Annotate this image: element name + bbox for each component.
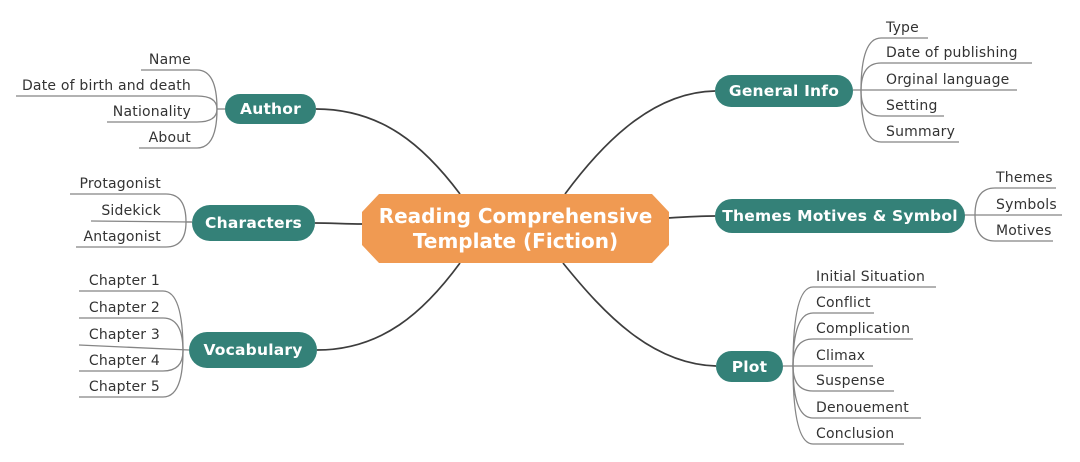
branch-curve-author <box>315 108 461 195</box>
branch-curve-themes <box>667 215 716 219</box>
leaf-chapter-2[interactable]: Chapter 2 <box>88 300 160 316</box>
leaf-motives[interactable]: Motives <box>996 223 1052 239</box>
leaf-line-about <box>139 108 218 149</box>
leaf-line-date-of-publishing <box>860 62 1032 92</box>
leaf-symbols[interactable]: Symbols <box>996 197 1057 213</box>
leaf-line-conflict <box>792 312 874 367</box>
leaf-line-date-of-birth-and-death <box>16 95 218 110</box>
leaf-initial-situation[interactable]: Initial Situation <box>816 269 926 285</box>
leaf-line-type <box>860 37 928 92</box>
leaf-line-summary <box>860 90 959 143</box>
leaf-line-sidekick <box>90 220 193 223</box>
leaf-line-chapter-3 <box>78 344 190 351</box>
leaf-chapter-4[interactable]: Chapter 4 <box>88 353 160 369</box>
leaf-line-themes <box>974 187 1056 216</box>
branch-node-author[interactable]: Author <box>225 94 316 124</box>
branch-node-vocabulary[interactable]: Vocabulary <box>189 332 317 368</box>
leaf-chapter-3[interactable]: Chapter 3 <box>88 327 160 343</box>
branch-curve-plot <box>562 262 717 367</box>
leaf-setting[interactable]: Setting <box>886 98 938 114</box>
leaf-antagonist[interactable]: Antagonist <box>83 229 161 245</box>
leaf-conflict[interactable]: Conflict <box>816 295 871 311</box>
leaf-summary[interactable]: Summary <box>886 124 956 140</box>
leaf-denouement[interactable]: Denouement <box>816 400 909 416</box>
leaf-line-conclusion <box>792 365 904 445</box>
leaf-climax[interactable]: Climax <box>816 348 866 364</box>
leaf-date-of-publishing[interactable]: Date of publishing <box>886 45 1018 61</box>
leaf-line-motives <box>974 214 1053 242</box>
leaf-line-name <box>141 69 218 110</box>
leaf-about[interactable]: About <box>148 130 191 146</box>
leaf-sidekick[interactable]: Sidekick <box>101 203 161 219</box>
leaf-orginal-language[interactable]: Orginal language <box>886 72 1010 88</box>
branch-curve-characters <box>314 222 363 225</box>
leaf-line-antagonist <box>76 221 187 248</box>
branch-node-general-info[interactable]: General Info <box>715 75 853 107</box>
leaf-type[interactable]: Type <box>886 20 919 36</box>
branch-node-characters[interactable]: Characters <box>192 205 315 241</box>
branch-curve-vocabulary <box>316 262 461 351</box>
branch-node-plot[interactable]: Plot <box>716 351 783 382</box>
leaf-chapter-1[interactable]: Chapter 1 <box>88 273 160 289</box>
leaf-line-chapter-5 <box>79 350 184 398</box>
leaf-suspense[interactable]: Suspense <box>816 373 885 389</box>
leaf-line-protagonist <box>70 193 187 223</box>
leaf-protagonist[interactable]: Protagonist <box>79 176 161 192</box>
leaf-conclusion[interactable]: Conclusion <box>816 426 895 442</box>
leaf-complication[interactable]: Complication <box>816 321 911 337</box>
leaf-chapter-5[interactable]: Chapter 5 <box>88 379 160 395</box>
central-topic-node[interactable]: Reading Comprehensive Template (Fiction) <box>362 194 669 263</box>
branch-curve-general-info <box>564 90 716 195</box>
leaf-themes[interactable]: Themes <box>996 170 1053 186</box>
leaf-line-chapter-1 <box>79 290 184 352</box>
leaf-date-of-birth-and-death[interactable]: Date of birth and death <box>21 78 191 94</box>
leaf-nationality[interactable]: Nationality <box>112 104 191 120</box>
leaf-line-complication <box>792 338 913 367</box>
leaf-line-chapter-2 <box>79 317 184 352</box>
leaf-name[interactable]: Name <box>148 52 191 68</box>
branch-node-themes-motives-symbol[interactable]: Themes Motives & Symbol <box>715 199 965 233</box>
